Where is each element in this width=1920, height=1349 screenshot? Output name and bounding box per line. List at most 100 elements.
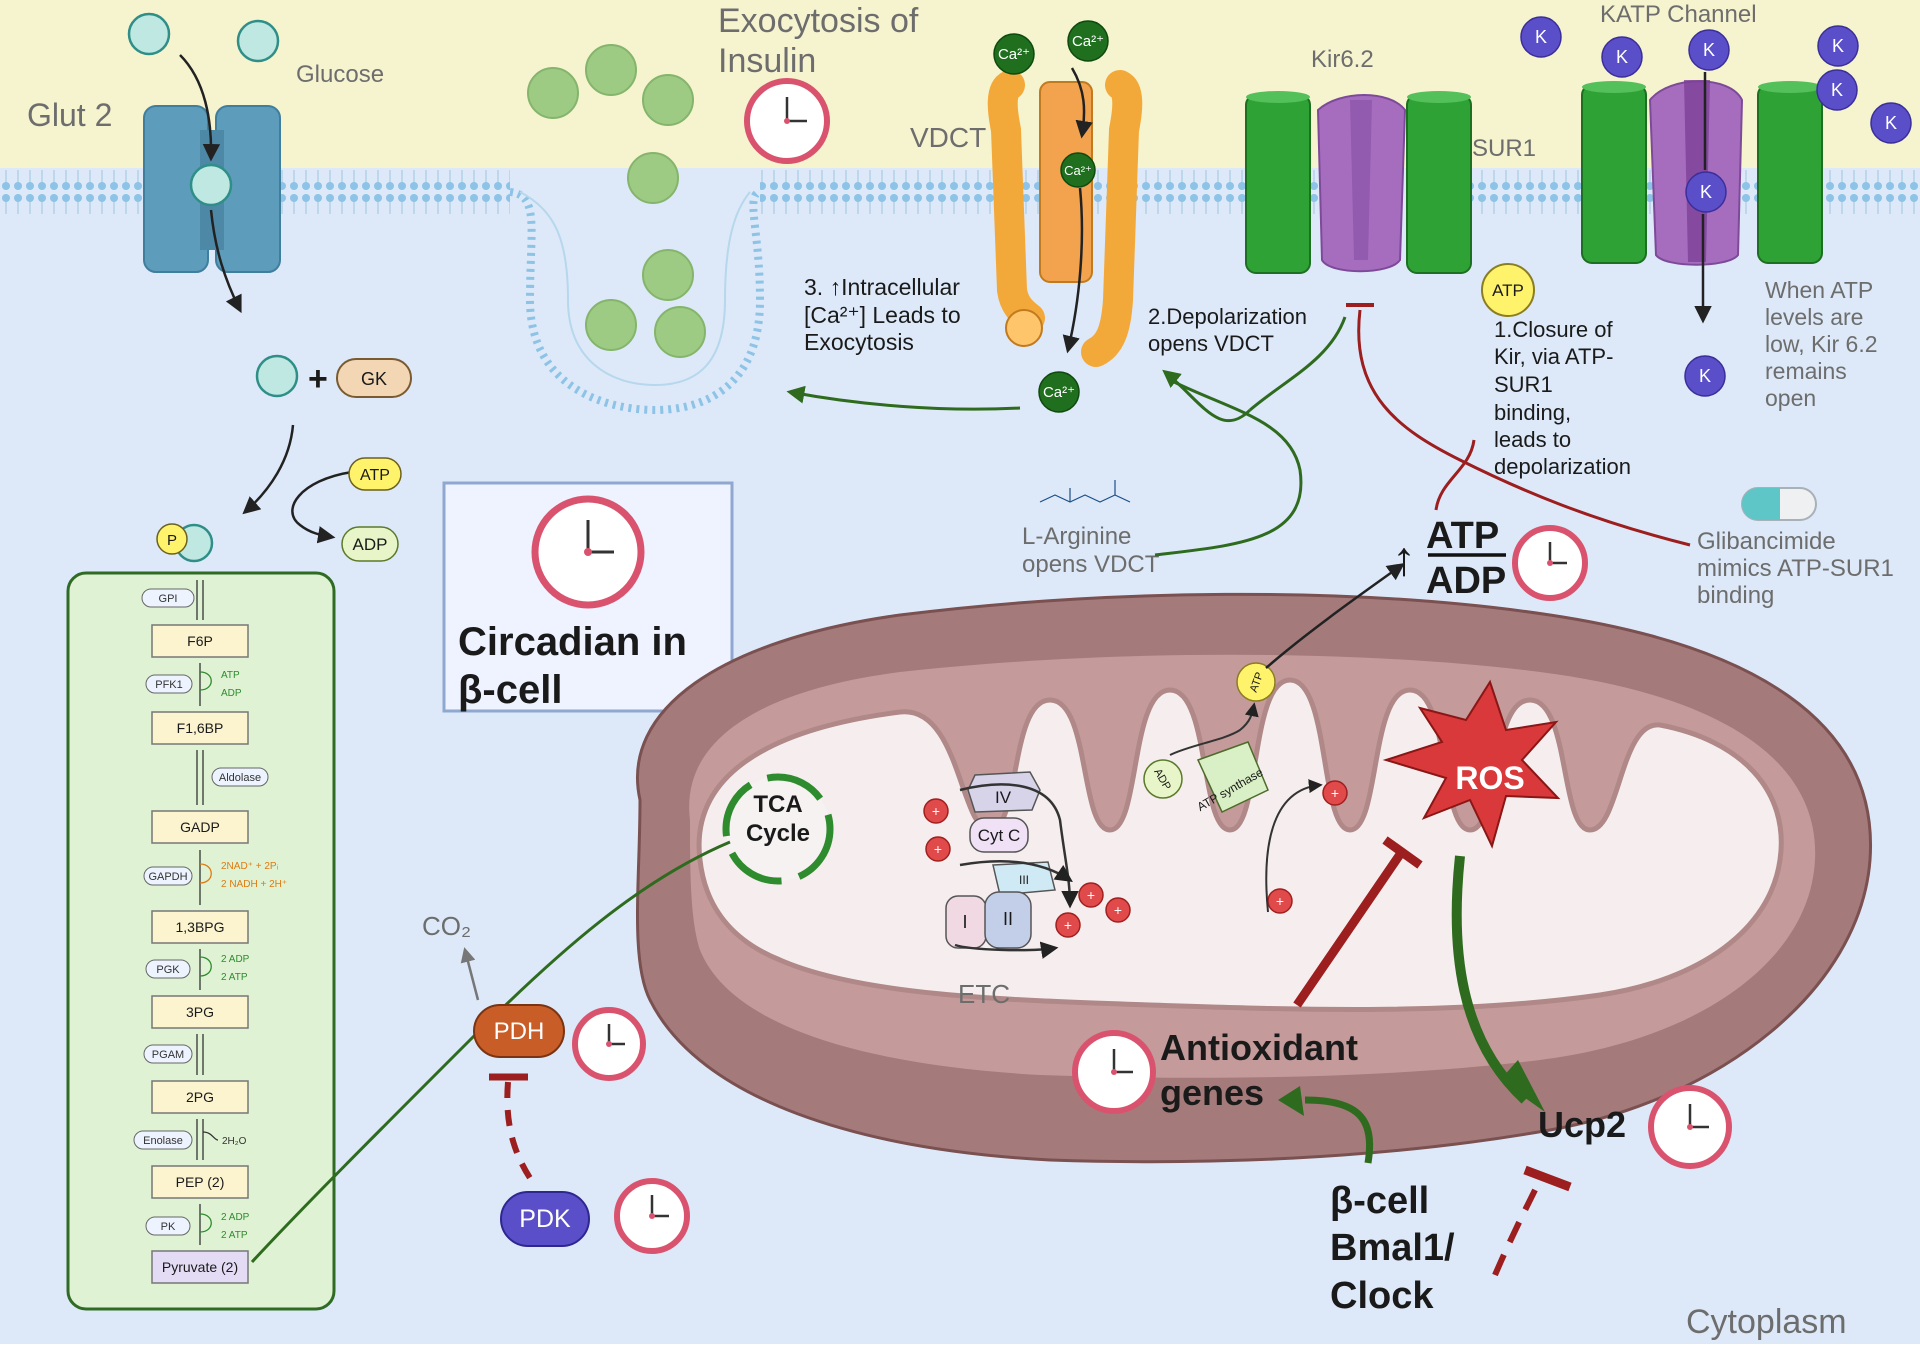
enzyme-aldolase: Aldolase <box>219 772 261 784</box>
step2-line2: opens VDCT <box>1148 331 1274 356</box>
etc-flow-arrow-3 <box>954 941 1059 959</box>
metabolite-pyruvate: Pyruvate (2) <box>162 1259 238 1275</box>
step1-line6: depolarization <box>1494 454 1631 479</box>
vdct-label: VDCT <box>910 122 986 153</box>
ros-to-ucp2-head <box>1500 1060 1545 1112</box>
insulin-granules <box>527 44 706 358</box>
l-arginine-line2: opens VDCT <box>1022 551 1160 578</box>
adp-pill-label: ADP <box>353 535 388 554</box>
katp-low-line1: When ATP <box>1765 277 1873 303</box>
glucose-label: Glucose <box>296 61 384 88</box>
ca-down-arrow <box>1062 187 1084 354</box>
atp-synthase <box>1196 741 1269 814</box>
enolase-water: 2H₂O <box>222 1136 247 1147</box>
gapdh-in: 2NAD⁺ + 2Pᵢ <box>221 861 279 872</box>
atp-export-arrow <box>1265 562 1405 669</box>
ca-entry-arrow <box>1070 67 1093 139</box>
antioxidant-inhibition-bar <box>1382 836 1423 869</box>
etc-flow-arrow-2 <box>959 860 1073 882</box>
ca-ion-1: Ca²⁺ <box>998 46 1030 63</box>
etc-complexes <box>945 771 1056 949</box>
proton-5: + <box>1064 917 1072 933</box>
glib-text: Glibancimide mimics ATP-SUR1 binding <box>1697 528 1894 609</box>
pk-out: 2 ATP <box>221 1230 248 1241</box>
co2-release-arrow <box>460 947 480 1001</box>
katp-low-line4: remains <box>1765 358 1847 384</box>
step1-text: 1.Closure of Kir, via ATP- SUR1 binding,… <box>1494 317 1631 479</box>
clock-icon <box>1072 1030 1156 1114</box>
glucose-molecules <box>127 12 299 398</box>
glib-inhibition-line <box>1357 309 1691 547</box>
exocytosis-label-line2: Insulin <box>718 42 816 80</box>
step2-line1: 2.Depolarization <box>1148 304 1307 329</box>
pgk-out: 2 ATP <box>221 972 248 983</box>
exocytosis-label-line1: Exocytosis of <box>718 2 919 40</box>
enzyme-gpi: GPI <box>159 593 178 605</box>
pfk1-adp: ADP <box>221 688 242 699</box>
bmal-line1: β-cell <box>1330 1180 1429 1222</box>
glucose-in-arrow <box>179 54 221 162</box>
adp-small-circle <box>1143 759 1183 799</box>
clock-icon <box>572 1007 646 1081</box>
complex-ii-label: II <box>1003 909 1013 929</box>
pyruvate-to-tca-line <box>250 840 731 1264</box>
tca-line1: TCA <box>753 791 802 818</box>
glycolysis-pathway: GPI PFK1 Aldolase GAPDH PGK PGAM Enolase… <box>133 580 287 1284</box>
l-arginine-line1: L-Arginine <box>1022 523 1131 550</box>
metabolite-3pg: 3PG <box>186 1004 214 1020</box>
pfk1-atp: ATP <box>221 670 240 681</box>
pgk-in: 2 ADP <box>221 954 250 965</box>
ratio-up-arrow: ↑ <box>1392 533 1416 586</box>
pk-in: 2 ADP <box>221 1212 250 1223</box>
exocytosis-pit <box>509 188 765 415</box>
circadian-title-line1: Circadian in <box>458 620 687 664</box>
clock-icon <box>531 495 645 609</box>
metabolite-f6p: F6P <box>187 633 213 649</box>
pdk-label: PDK <box>519 1205 571 1233</box>
atp-pill-label: ATP <box>360 467 390 484</box>
circadian-title-line2: β-cell <box>458 668 562 712</box>
plus-sign: + <box>308 360 328 398</box>
step1-line4: binding, <box>1494 400 1571 425</box>
clock-icon <box>744 78 830 164</box>
metabolite-f16bp: F1,6BP <box>177 720 224 736</box>
k-ion-5: K <box>1831 80 1843 100</box>
k-ion-7: K <box>1700 182 1712 202</box>
k-ion-2: K <box>1616 47 1628 67</box>
step3-line1: 3. ↑Intracellular <box>804 274 960 300</box>
atp-pill <box>348 457 402 491</box>
katp-low-text: When ATP levels are low, Kir 6.2 remains… <box>1765 277 1878 411</box>
glib-line2: mimics ATP-SUR1 <box>1697 555 1894 582</box>
gapdh-out: 2 NADH + 2H⁺ <box>221 879 287 890</box>
pdh-pill <box>473 1004 565 1058</box>
antioxidant-line1: Antioxidant <box>1160 1027 1358 1068</box>
k-ion-8: K <box>1699 366 1711 386</box>
ratio-denominator: ADP <box>1426 560 1506 602</box>
pit-inner <box>519 191 751 387</box>
bmal-to-antioxidant-head <box>1278 1086 1304 1116</box>
proton-1: + <box>932 803 940 819</box>
step1-line2: Kir, via ATP- <box>1494 344 1613 369</box>
atp-synthesis-arrow <box>1169 702 1259 756</box>
enzyme-enolase: Enolase <box>143 1135 183 1147</box>
ros-to-ucp2-arrow <box>1451 855 1529 1104</box>
l-arginine-arrow <box>1154 378 1303 557</box>
k-ion-4: K <box>1832 36 1844 56</box>
pdk-pill <box>500 1191 590 1247</box>
gk-enzyme <box>336 358 412 398</box>
ucp2-label: Ucp2 <box>1538 1104 1626 1145</box>
metabolite-2pg: 2PG <box>186 1089 214 1105</box>
proton-4: + <box>1114 902 1122 918</box>
step1-line3: SUR1 <box>1494 372 1553 397</box>
tca-cycle-ring <box>722 773 834 885</box>
protons <box>923 780 1348 938</box>
clock-icon <box>614 1178 690 1254</box>
enzyme-pgam: PGAM <box>152 1049 184 1061</box>
depolarization-arrow-part <box>1249 316 1347 412</box>
glibenclamide-capsule <box>1741 487 1817 521</box>
step3-line3: Exocytosis <box>804 329 914 355</box>
complex-iv-label: IV <box>995 788 1012 807</box>
antioxidant-inhibition-line <box>1293 847 1407 1008</box>
cytoplasm-label: Cytoplasm <box>1686 1303 1847 1341</box>
